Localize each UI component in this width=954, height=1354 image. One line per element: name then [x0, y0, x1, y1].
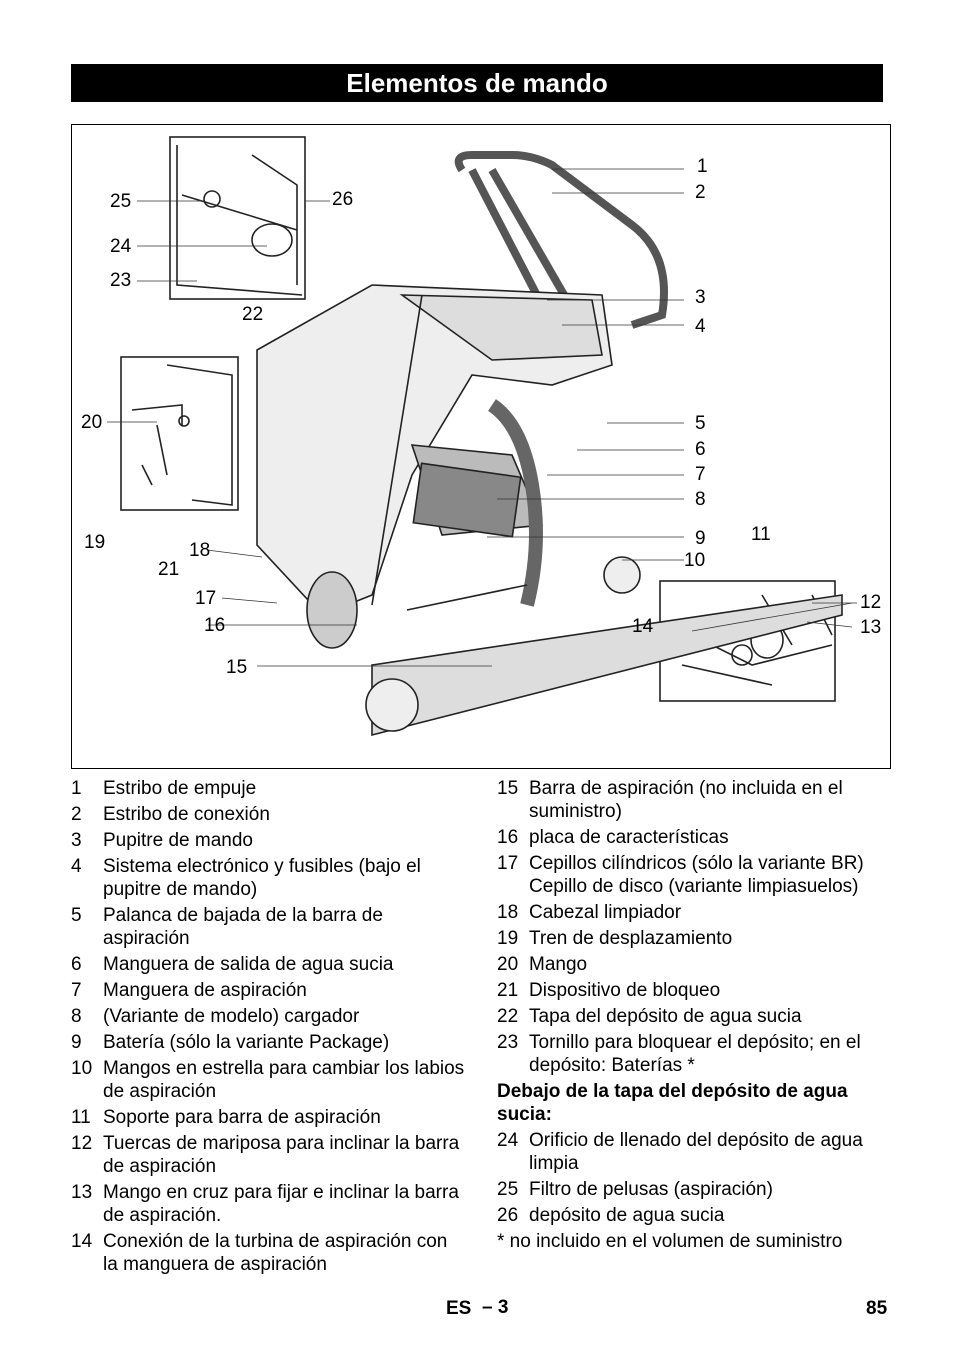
machine-illustration: 1 2 3 4 5 6 7 8 9 10 11 12 13 14 15 16 1… — [71, 124, 891, 769]
page-title: Elementos de mando — [71, 64, 883, 102]
footer-language: ES — [446, 1298, 472, 1319]
callout-15: 15 — [226, 657, 248, 678]
subsection-heading: Debajo de la tapa del depósito de agua s… — [497, 1081, 848, 1125]
callout-5: 5 — [695, 413, 706, 434]
callout-8: 8 — [695, 489, 706, 510]
callout-7: 7 — [695, 464, 706, 485]
callout-23: 23 — [110, 270, 132, 291]
callout-18: 18 — [189, 540, 211, 561]
callout-6: 6 — [695, 439, 706, 460]
callout-10: 10 — [684, 550, 706, 571]
callout-12: 12 — [860, 592, 882, 613]
callout-26: 26 — [332, 189, 354, 210]
callout-16: 16 — [204, 615, 226, 636]
footer-section-page: – 3 — [482, 1297, 509, 1318]
inset-top-left — [169, 136, 306, 300]
callout-24: 24 — [110, 236, 132, 257]
footnote: * no incluido en el volumen de suministr… — [497, 1231, 843, 1252]
callout-3: 3 — [695, 287, 706, 308]
callout-2: 2 — [695, 182, 706, 203]
inset-left — [120, 356, 239, 511]
callout-1: 1 — [697, 156, 708, 177]
list-item: 8(Variante de modelo) cargador — [71, 1006, 360, 1027]
callout-25: 25 — [110, 191, 132, 212]
callout-14: 14 — [632, 616, 654, 637]
callout-13: 13 — [860, 617, 882, 638]
callout-17: 17 — [195, 588, 217, 609]
callout-20: 20 — [81, 412, 103, 433]
callout-4: 4 — [695, 316, 706, 337]
callout-19: 19 — [84, 532, 106, 553]
callout-9: 9 — [695, 528, 706, 549]
callout-21: 21 — [158, 559, 180, 580]
callout-22: 22 — [242, 304, 264, 325]
machine-drawing — [107, 136, 857, 737]
footer-page-number: 85 — [866, 1298, 888, 1319]
callout-11: 11 — [751, 524, 771, 545]
